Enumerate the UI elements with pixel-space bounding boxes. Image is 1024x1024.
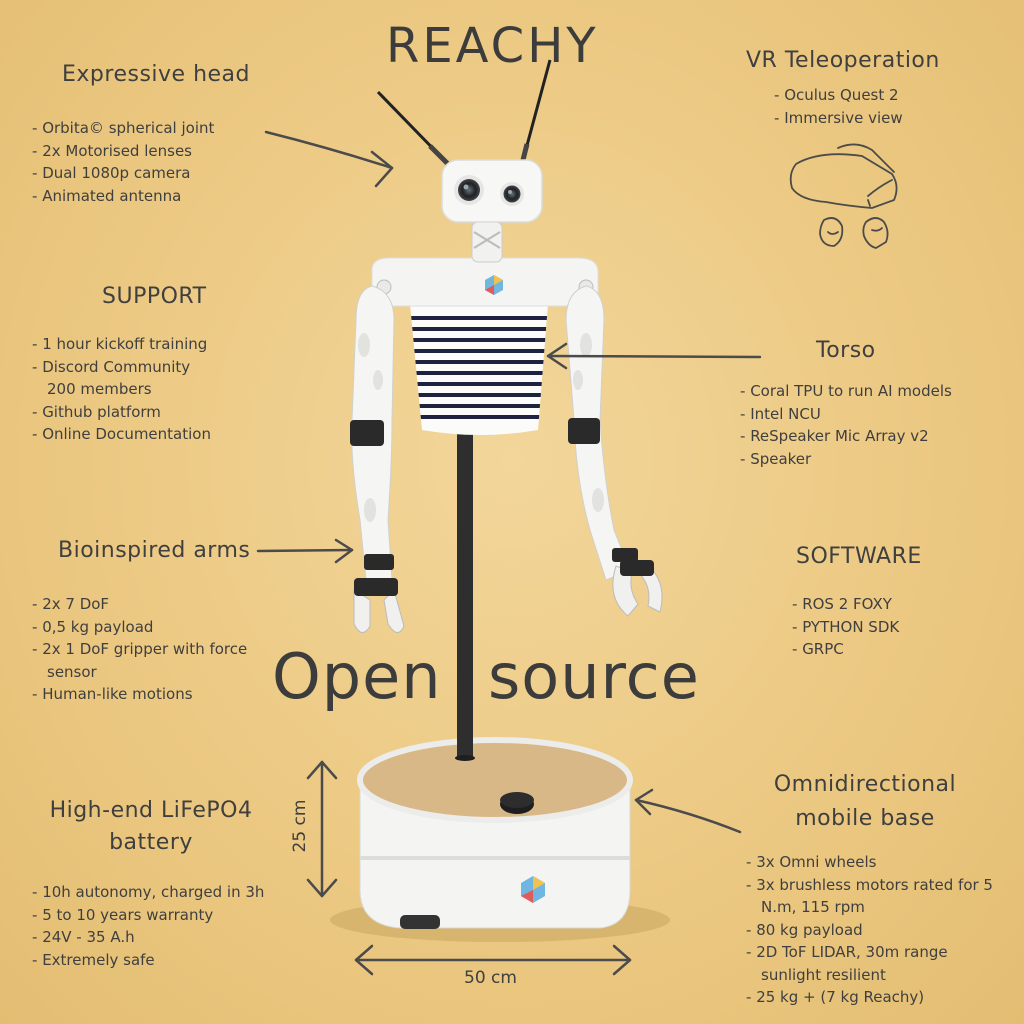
list-item: 2x 1 DoF gripper with force <box>32 638 247 661</box>
battery-list: 10h autonomy, charged in 3h 5 to 10 year… <box>32 881 264 971</box>
list-item: Oculus Quest 2 <box>774 84 903 107</box>
vr-teleoperation-list: Oculus Quest 2 Immersive view <box>774 84 903 130</box>
mobile-base-heading-line1: Omnidirectional <box>773 772 957 797</box>
list-item: 0,5 kg payload <box>32 616 247 639</box>
list-item: Animated antenna <box>32 185 214 208</box>
list-item: Dual 1080p camera <box>32 162 214 185</box>
software-list: ROS 2 FOXY PYTHON SDK GRPC <box>792 593 899 661</box>
head <box>376 59 552 223</box>
list-item: 5 to 10 years warranty <box>32 904 264 927</box>
list-item: 80 kg payload <box>746 919 993 942</box>
list-item: 25 kg + (7 kg Reachy) <box>746 986 993 1009</box>
expressive-head-list: Orbita© spherical joint 2x Motorised len… <box>32 117 214 207</box>
support-list: 1 hour kickoff training Discord Communit… <box>32 333 211 446</box>
list-item: 1 hour kickoff training <box>32 333 211 356</box>
arrow-mobile-base <box>634 788 742 834</box>
list-item: Coral TPU to run AI models <box>740 380 952 403</box>
list-item: 2D ToF LIDAR, 30m range <box>746 941 993 964</box>
list-item: Human-like motions <box>32 683 247 706</box>
list-item: Github platform <box>32 401 211 424</box>
mobile-base-list: 3x Omni wheels 3x brushless motors rated… <box>746 851 993 1009</box>
torso-heading: Torso <box>816 338 876 363</box>
list-item: GRPC <box>792 638 899 661</box>
page-title: REACHY <box>386 18 599 74</box>
list-item: N.m, 115 rpm <box>761 898 865 916</box>
list-item: ReSpeaker Mic Array v2 <box>740 425 952 448</box>
right-arm <box>565 285 663 617</box>
expressive-head-heading: Expressive head <box>62 62 250 87</box>
arrow-expressive-head <box>264 130 394 188</box>
list-item: 3x Omni wheels <box>746 851 993 874</box>
list-item: 2x 7 DoF <box>32 593 247 616</box>
list-item: 10h autonomy, charged in 3h <box>32 881 264 904</box>
list-item: Speaker <box>740 448 952 471</box>
arrow-torso <box>546 342 762 370</box>
left-arm <box>350 285 405 633</box>
list-item: PYTHON SDK <box>792 616 899 639</box>
source-word: source <box>488 640 700 713</box>
list-item: 200 members <box>47 380 152 398</box>
arrow-height <box>306 760 338 898</box>
list-item: Intel NCU <box>740 403 952 426</box>
mobile-base-heading-line2: mobile base <box>795 806 935 831</box>
mobile-base <box>357 737 633 929</box>
height-dimension-label: 25 cm <box>290 799 310 853</box>
list-item: sunlight resilient <box>761 965 886 984</box>
list-item: 3x brushless motors rated for 5 <box>746 874 993 897</box>
list-item: 2x Motorised lenses <box>32 140 214 163</box>
arrow-width <box>354 944 632 976</box>
list-item: sensor <box>47 662 97 681</box>
battery-heading-line2: battery <box>109 830 193 855</box>
arrow-bioinspired-arms <box>256 538 354 564</box>
width-dimension-label: 50 cm <box>464 968 517 988</box>
list-item: Immersive view <box>774 107 902 130</box>
support-heading: SUPPORT <box>102 284 207 309</box>
torso <box>371 257 599 435</box>
arms-heading: Bioinspired arms <box>58 538 251 563</box>
software-heading: SOFTWARE <box>796 544 922 569</box>
list-item: Orbita© spherical joint <box>32 117 214 140</box>
vr-headset-icon <box>789 143 898 209</box>
list-item: Discord Community <box>32 356 211 379</box>
open-word: Open <box>272 640 442 713</box>
vr-controllers-icon <box>819 217 889 249</box>
list-item: Online Documentation <box>32 423 211 446</box>
list-item: ROS 2 FOXY <box>792 593 899 616</box>
battery-heading-line1: High-end LiFePO4 <box>49 798 253 823</box>
neck <box>471 221 503 263</box>
pole <box>457 425 473 760</box>
list-item: 24V - 35 A.h <box>32 926 264 949</box>
torso-list: Coral TPU to run AI models Intel NCU ReS… <box>740 380 952 470</box>
vr-teleoperation-heading: VR Teleoperation <box>746 48 940 73</box>
list-item: Extremely safe <box>32 949 264 972</box>
arms-list: 2x 7 DoF 0,5 kg payload 2x 1 DoF gripper… <box>32 593 247 706</box>
